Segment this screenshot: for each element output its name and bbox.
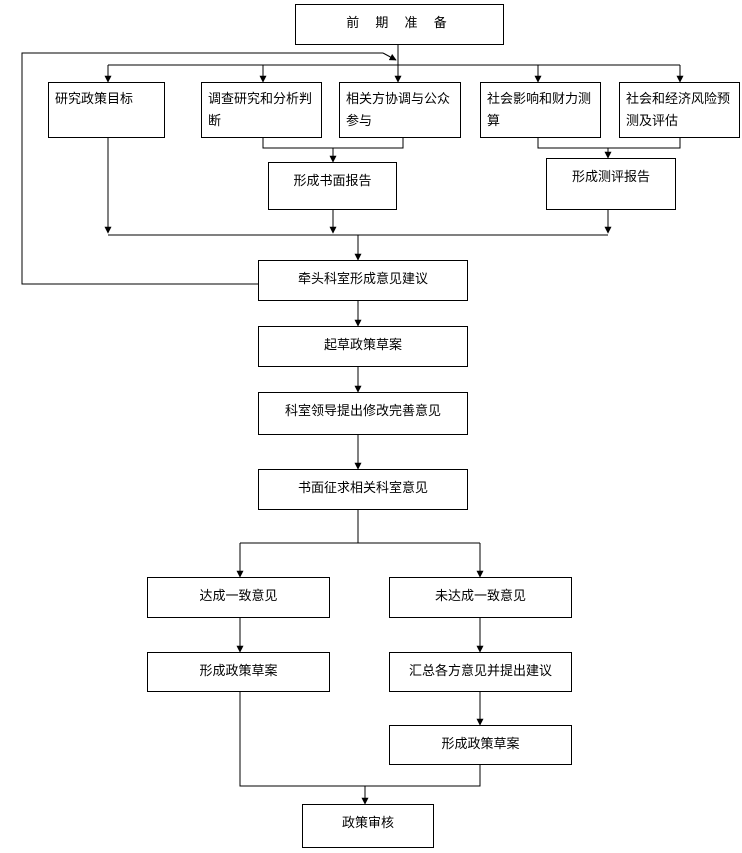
summarize-box: 汇总各方意见并提出建议 (389, 652, 572, 692)
stakeholder-box: 相关方协调与公众参与 (339, 82, 461, 138)
merge-line (262, 138, 404, 149)
eval-report-box: 形成测评报告 (546, 158, 676, 210)
merge-line (537, 138, 681, 149)
no-consensus-box: 未达成一致意见 (389, 577, 572, 618)
survey-box: 调查研究和分析判断 (201, 82, 322, 138)
feedback-line (21, 52, 383, 285)
form-draft-left-box: 形成政策草案 (147, 652, 330, 692)
lead-opinion-box: 牵头科室形成意见建议 (258, 260, 468, 301)
research-goal-box: 研究政策目标 (48, 82, 165, 138)
written-report-box: 形成书面报告 (268, 162, 397, 210)
consensus-box: 达成一致意见 (147, 577, 330, 618)
social-finance-box: 社会影响和财力测算 (480, 82, 601, 138)
draft-box: 起草政策草案 (258, 326, 468, 367)
risk-box: 社会和经济风险预测及评估 (619, 82, 740, 138)
form-draft-right-box: 形成政策草案 (389, 725, 572, 765)
leader-revise-box: 科室领导提出修改完善意见 (258, 392, 468, 435)
solicit-box: 书面征求相关科室意见 (258, 469, 468, 510)
review-box: 政策审核 (302, 804, 434, 848)
merge-line (239, 692, 481, 787)
arrow (382, 52, 397, 61)
prep-box: 前 期 准 备 (295, 4, 504, 45)
